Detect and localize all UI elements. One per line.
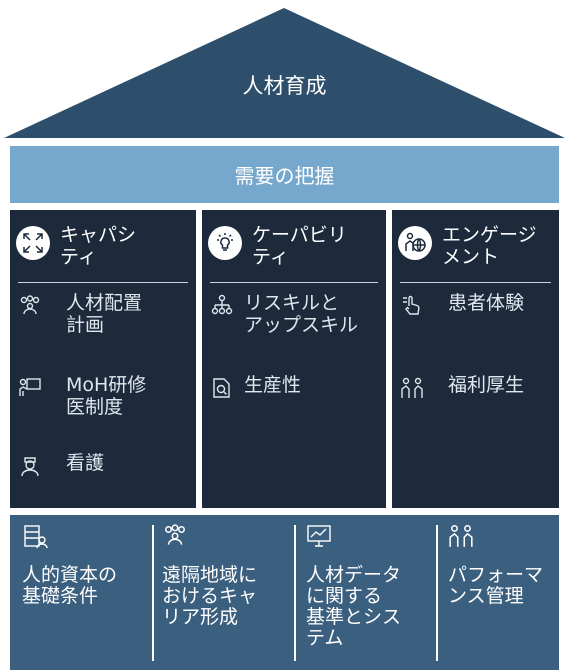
divider bbox=[210, 282, 378, 283]
item-label: 患者体験 bbox=[448, 292, 525, 314]
item-label: MoH研修 医制度 bbox=[66, 374, 147, 418]
divider bbox=[152, 525, 154, 661]
divider bbox=[18, 282, 188, 283]
foundation: 人的資本の 基礎条件 遠隔地域に おけるキャ リア形成 人材データ に関する 基… bbox=[10, 515, 559, 670]
item-label: 人材配置 計画 bbox=[66, 292, 143, 336]
monitor-chart-icon bbox=[307, 525, 331, 547]
foundation-label: パフォーマ ンス管理 bbox=[448, 564, 544, 607]
divider bbox=[400, 282, 551, 283]
divider bbox=[294, 525, 296, 661]
roof-title: 人材育成 bbox=[242, 74, 327, 98]
divider bbox=[436, 525, 438, 661]
pillar-header: キャパシ ティ bbox=[16, 220, 192, 280]
expand-arrows-icon bbox=[16, 226, 50, 260]
lightbulb-icon bbox=[208, 226, 242, 260]
pillar-header: エンゲージ メント bbox=[398, 220, 555, 280]
pillar-header: ケーパビリ ティ bbox=[208, 220, 382, 280]
roof-triangle bbox=[4, 8, 565, 138]
pillar-engagement: エンゲージ メント 患者体験 福利厚生 bbox=[392, 210, 559, 508]
hierarchy-icon bbox=[211, 294, 233, 315]
foundation-label: 遠隔地域に おけるキャ リア形成 bbox=[162, 564, 258, 628]
foundation-item: 遠隔地域に おけるキャ リア形成 bbox=[162, 515, 290, 670]
foundation-label: 人的資本の 基礎条件 bbox=[22, 564, 118, 607]
item-label: 看護 bbox=[66, 452, 105, 474]
presenter-board-icon bbox=[19, 378, 41, 396]
pillar-capability: ケーパビリ ティ リスキルと アップスキル 生産性 bbox=[202, 210, 386, 508]
pillar-title: キャパシ ティ bbox=[60, 224, 137, 268]
item-label: 生産性 bbox=[244, 374, 302, 396]
foundation-item: 人的資本の 基礎条件 bbox=[22, 515, 150, 670]
hand-pointer-icon bbox=[403, 295, 420, 315]
demand-band-label: 需要の把握 bbox=[234, 164, 335, 188]
team-group-icon bbox=[20, 295, 40, 315]
item-label: 福利厚生 bbox=[448, 374, 525, 396]
pillar-title: ケーパビリ ティ bbox=[252, 224, 347, 268]
demand-band: 需要の把握 bbox=[10, 146, 559, 203]
foundation-label: 人材データ に関する 基準とシス テム bbox=[306, 564, 402, 649]
team-group-icon bbox=[165, 524, 185, 545]
people-pair-icon bbox=[449, 524, 473, 547]
search-document-icon bbox=[213, 378, 230, 398]
database-user-icon bbox=[24, 525, 48, 549]
item-label: リスキルと アップスキル bbox=[244, 292, 359, 336]
foundation-item: パフォーマ ンス管理 bbox=[448, 515, 558, 670]
foundation-item: 人材データ に関する 基準とシス テム bbox=[306, 515, 426, 670]
pillar-capacity: キャパシ ティ 人材配置 計画 MoH研修 医制度 看護 bbox=[10, 210, 196, 508]
nurse-icon bbox=[21, 457, 39, 477]
people-pair-icon bbox=[401, 377, 423, 398]
person-globe-icon bbox=[398, 226, 432, 260]
pillar-title: エンゲージ メント bbox=[442, 224, 537, 268]
